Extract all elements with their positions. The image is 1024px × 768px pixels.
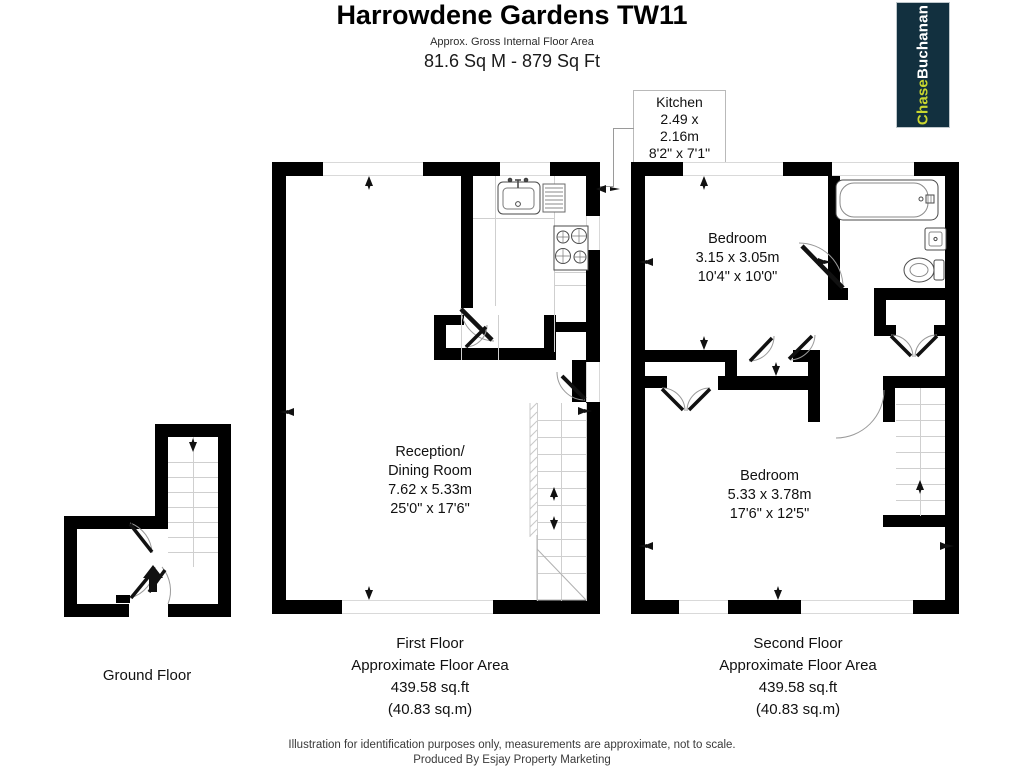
ground-door-jamb-bottom — [116, 595, 130, 603]
second-window-bottom-1 — [679, 600, 728, 614]
second-floor-caption-line1: Second Floor — [753, 635, 843, 652]
reception-metric: 7.62 x 5.33m — [388, 482, 472, 498]
ground-wall-right — [218, 424, 231, 617]
first-wall-left — [272, 162, 286, 614]
ground-wall-bottom-left — [64, 604, 129, 617]
first-floor-caption-line1: First Floor — [396, 635, 464, 652]
kitchen-leader-vertical — [613, 128, 614, 187]
brand-logo: ChaseBuchanan — [896, 2, 950, 128]
first-wall-hall-right — [544, 322, 586, 332]
first-wall-top-b — [423, 162, 500, 176]
second-floor-caption: Second Floor Approximate Floor Area 439.… — [698, 633, 898, 721]
second-wall-bottom-b — [728, 600, 801, 614]
bedroom-2-imperial: 17'6" x 12'5" — [729, 506, 810, 522]
kitchen-leader-horizontal — [613, 128, 634, 129]
second-wall-landing-a — [631, 350, 707, 362]
bedroom-2-metric: 5.33 x 3.78m — [727, 487, 812, 503]
first-cupboard-divider — [461, 315, 462, 360]
ground-floor-caption: Ground Floor — [102, 667, 192, 684]
first-floor-caption-line3: 439.58 sq.ft — [390, 679, 470, 696]
first-floor-interior — [272, 162, 600, 614]
page-title: Harrowdene Gardens TW11 — [336, 0, 688, 30]
first-wall-bottom-a — [272, 600, 342, 614]
second-wall-bedroom1-corner — [828, 288, 848, 300]
first-wall-bottom-b — [493, 600, 600, 614]
second-floor-caption-line2: Approximate Floor Area — [719, 657, 877, 674]
gross-area-label: Approx. Gross Internal Floor Area — [430, 36, 594, 48]
first-wall-cupboard-top — [434, 315, 464, 325]
footer-line-1: Illustration for identification purposes… — [288, 739, 736, 751]
bedroom-2-name: Bedroom — [740, 468, 799, 484]
first-window-top-2 — [500, 162, 550, 176]
first-cupboard-divider-2 — [498, 315, 499, 360]
second-floor-caption-line3: 439.58 sq.ft — [758, 679, 838, 696]
second-wall-cupboard-jamb — [934, 325, 959, 336]
second-wall-bottom-c — [913, 600, 959, 614]
bedroom-1-label: Bedroom 3.15 x 3.05m 10'4" x 10'0" — [660, 230, 815, 287]
second-window-top-1 — [683, 162, 783, 176]
first-window-right-1 — [586, 216, 600, 250]
first-kitchen-hob-base — [554, 272, 586, 273]
first-wall-right-c — [586, 402, 600, 614]
kitchen-callout-imperial: 8'2" x 7'1" — [648, 145, 711, 161]
ground-door-jamb-top — [116, 519, 130, 527]
second-wall-stair-bottom — [883, 515, 959, 527]
first-kitchen-unit-line — [554, 285, 586, 286]
second-wall-top-b — [783, 162, 832, 176]
kitchen-callout: Kitchen 2.49 x 2.16m 8'2" x 7'1" — [633, 90, 726, 167]
reception-name-line2: Dining Room — [388, 463, 472, 479]
second-wall-bathroom-bottom — [874, 288, 959, 300]
brand-name-secondary: Buchanan — [914, 4, 932, 80]
first-window-right-2 — [586, 362, 600, 402]
bedroom-1-name: Bedroom — [708, 231, 767, 247]
second-wall-left — [631, 162, 645, 614]
first-wall-stair-head — [572, 360, 586, 402]
first-window-top-1 — [323, 162, 423, 176]
reception-dining-label: Reception/ Dining Room 7.62 x 5.33m 25'0… — [340, 443, 520, 519]
second-wall-bathroom-jamb — [874, 325, 896, 336]
bedroom-1-imperial: 10'4" x 10'0" — [697, 269, 778, 285]
second-wall-bedroom2-top — [718, 376, 820, 390]
kitchen-callout-metric: 2.49 x 2.16m — [660, 111, 699, 144]
second-window-bottom-2 — [801, 600, 913, 614]
second-wall-right — [945, 162, 959, 614]
second-wall-landing-e — [793, 350, 820, 362]
kitchen-callout-name: Kitchen — [656, 94, 703, 110]
second-wall-stair-top — [883, 376, 945, 388]
reception-imperial: 25'0" x 17'6" — [390, 501, 470, 517]
reception-name-line1: Reception/ — [395, 444, 465, 460]
second-wall-landing-g — [631, 376, 667, 388]
second-window-top-2 — [832, 162, 914, 176]
footer-line-2: Produced By Esjay Property Marketing — [413, 754, 611, 766]
second-wall-bedroom2-right — [808, 376, 820, 422]
first-floor-caption-line2: Approximate Floor Area — [351, 657, 509, 674]
first-floor-caption: First Floor Approximate Floor Area 439.5… — [330, 633, 530, 721]
ground-wall-bottom-right — [168, 604, 231, 617]
brand-name-primary: Chase — [914, 79, 932, 126]
first-wall-cupboard-bottom — [434, 348, 554, 360]
first-wall-right-a — [586, 162, 600, 216]
ground-wall-top — [155, 424, 231, 437]
first-window-bottom — [342, 600, 493, 614]
bedroom-2-label: Bedroom 5.33 x 3.78m 17'6" x 12'5" — [692, 467, 847, 524]
second-wall-bottom-a — [631, 600, 679, 614]
first-kitchen-unit-edge — [495, 176, 496, 306]
brand-logo-text: ChaseBuchanan — [915, 5, 932, 125]
first-kitchen-counter-line — [473, 218, 555, 219]
ground-wall-stairwing-left — [155, 424, 168, 516]
first-floor-caption-line4: (40.83 sq.m) — [387, 701, 473, 718]
second-wall-bathroom-left — [874, 288, 886, 336]
bedroom-1-metric: 3.15 x 3.05m — [695, 250, 780, 266]
second-floor-caption-line4: (40.83 sq.m) — [755, 701, 841, 718]
first-wall-kitchen-partition — [461, 176, 473, 308]
ground-wall-left — [64, 516, 77, 617]
gross-area-value: 81.6 Sq M - 879 Sq Ft — [423, 51, 601, 71]
second-wall-landing-b — [707, 350, 730, 362]
first-kitchen-worktop-edge — [554, 176, 555, 352]
second-wall-bedroom1-right — [828, 176, 840, 296]
first-wall-right-b — [586, 250, 600, 362]
